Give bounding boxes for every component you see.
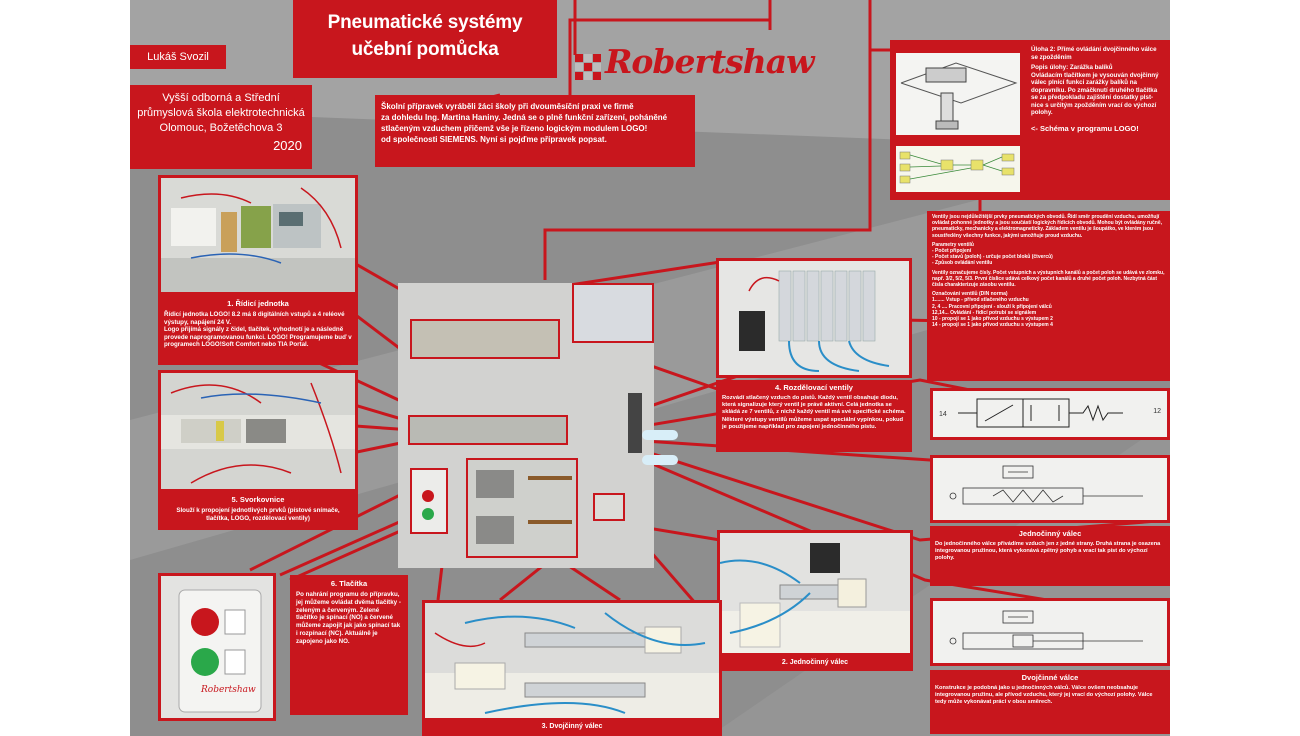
red-button-icon xyxy=(422,490,434,502)
board-buttons xyxy=(410,468,448,534)
valves-caption: 4. Rozdělovací ventily Rozvádí stlačený … xyxy=(716,380,912,452)
cylinder-block-1 xyxy=(476,470,514,498)
terminals-image-icon xyxy=(161,373,355,489)
brand-wordmark: Robertshaw xyxy=(605,42,814,81)
board-cylinders xyxy=(466,458,578,558)
title-line-1: Pneumatické systémy xyxy=(327,12,523,33)
double-cylinder-drawing xyxy=(930,598,1170,666)
valve-port-12: 12 xyxy=(1153,408,1161,415)
valves-body: Rozvádí stlačený vzduch do pístů. Každý … xyxy=(722,395,906,430)
year-label: 2020 xyxy=(273,138,302,153)
control-unit-photo xyxy=(158,175,358,295)
terminals-photo xyxy=(158,370,358,492)
valves-norm-title: Označování ventilů (DIN norma) xyxy=(932,291,1008,298)
single-cylinder-image-icon xyxy=(720,533,910,653)
intro-line-2: za dohledu Ing. Martina Haniny. Jedná se… xyxy=(381,113,668,122)
board-control-unit xyxy=(410,319,560,359)
valve-5-2-symbol-icon xyxy=(958,398,1123,428)
svg-text:Robertshaw: Robertshaw xyxy=(200,685,256,695)
double-info-title: Dvojčinné válce xyxy=(1021,673,1079,682)
buttons-photo: Robertshaw xyxy=(158,573,276,721)
task-title: Úloha 2: Přímé ovládání dvojčinného válc… xyxy=(1031,46,1157,61)
central-board xyxy=(398,283,654,568)
air-tube-1 xyxy=(642,430,678,440)
terminals-body: Slouží k propojení jednotlivých prvků (p… xyxy=(176,507,340,522)
valve-symbol-panel: 14 12 xyxy=(930,388,1170,440)
buttons-caption: 6. Tlačítka Po nahrání programu do přípr… xyxy=(290,575,408,715)
single-cylinder-caption: 2. Jednočinný válec xyxy=(717,655,913,671)
buttons-title: 6. Tlačítka xyxy=(330,579,368,588)
single-info-body: Do jednočinného válce přivádíme vzduch j… xyxy=(935,541,1161,561)
logo-program-schema xyxy=(893,143,1023,195)
task-photo xyxy=(893,50,1023,138)
task-body: Popis úlohy: Zarážka balíků Ovládacím tl… xyxy=(1031,64,1159,116)
school-line-3: Olomouc, Božetěchova 3 xyxy=(159,122,283,134)
poster: Pneumatické systémy učební pomůcka Lukáš… xyxy=(130,0,1170,736)
valves-para1: Ventily jsou nejdůležitější prvky pneuma… xyxy=(932,214,1163,239)
title-line-2: učební pomůcka xyxy=(351,39,499,60)
valve-port-14: 14 xyxy=(939,411,947,418)
logo-mark-icon xyxy=(575,54,601,80)
school-line-1: Vyšší odborná a Střední xyxy=(162,92,280,104)
single-cylinder-info: Jednočinný válec Do jednočinného válce p… xyxy=(930,526,1170,586)
valves-photo xyxy=(716,258,912,378)
cylinder-rod-2 xyxy=(528,520,572,524)
valves-image-icon xyxy=(719,261,909,375)
intro-box: Školní přípravek vyráběli žáci školy při… xyxy=(375,95,695,167)
board-terminals xyxy=(408,415,568,445)
author-label: Lukáš Svozil xyxy=(130,45,226,69)
double-cylinder-photo xyxy=(422,600,722,736)
single-info-title: Jednočinný válec xyxy=(1018,529,1082,538)
valves-title: 4. Rozdělovací ventily xyxy=(775,383,853,392)
valves-info-box: Ventily jsou nejdůležitější prvky pneuma… xyxy=(927,211,1170,381)
board-valves xyxy=(572,283,654,343)
valves-params-title: Parametry ventilů xyxy=(932,241,974,248)
air-tube-2 xyxy=(642,455,678,465)
package-stopper-drawing-icon xyxy=(896,53,1020,135)
robertshaw-logo: Robertshaw xyxy=(575,30,814,94)
double-info-body: Konstrukce je podobná jako u jednočinnýc… xyxy=(935,685,1153,705)
school-line-2: průmyslová škola elektrotechnická xyxy=(137,107,305,119)
buttons-image-icon: Robertshaw xyxy=(161,576,273,718)
logo-schema-icon xyxy=(896,146,1020,192)
control-unit-caption: 1. Řídicí jednotka Řídicí jednotka LOGO!… xyxy=(158,295,358,365)
valves-norm: 1....... Vstup - přívod stlačeného vzduc… xyxy=(932,297,1053,329)
green-button-icon xyxy=(422,508,434,520)
control-unit-image-icon xyxy=(161,178,355,292)
double-cylinder-caption: 3. Dvojčinný válec xyxy=(422,718,722,736)
intro-line-3: stlačeným vzduchem přičemž vše je řízeno… xyxy=(381,124,648,133)
single-cylinder-drawing xyxy=(930,455,1170,523)
intro-line-4: od společnosti SIEMENS. Nyní si pojďme p… xyxy=(381,135,607,144)
task-description: Úloha 2: Přímé ovládání dvojčinného válc… xyxy=(1027,44,1167,194)
intro-line-1: Školní přípravek vyráběli žáci školy při… xyxy=(381,102,634,111)
valves-params: - Počet připojení - Počet stavů (poloh) … xyxy=(932,248,1053,267)
school-box: Vyšší odborná a Střední průmyslová škola… xyxy=(130,85,312,169)
control-unit-title: 1. Řídicí jednotka xyxy=(227,299,289,308)
board-regulator xyxy=(628,393,642,453)
double-cylinder-image-icon xyxy=(425,603,719,736)
single-cylinder-photo xyxy=(717,530,913,656)
task-schema-link[interactable]: <- Schéma v programu LOGO! xyxy=(1031,123,1139,133)
double-acting-cylinder-icon xyxy=(949,610,1143,650)
single-acting-cylinder-icon xyxy=(949,465,1143,505)
cylinder-block-2 xyxy=(476,516,514,544)
control-unit-body: Řídicí jednotka LOGO! 8.2 má 8 digitální… xyxy=(164,311,352,349)
terminals-title: 5. Svorkovnice xyxy=(231,495,285,504)
terminals-caption: 5. Svorkovnice Slouží k propojení jednot… xyxy=(158,492,358,530)
poster-title: Pneumatické systémy učební pomůcka xyxy=(293,0,557,78)
buttons-body: Po nahrání programu do přípravku, jej mů… xyxy=(296,591,401,645)
valves-para2: Ventily označujeme čísly. Počet vstupníc… xyxy=(932,269,1165,289)
board-sensor xyxy=(593,493,625,521)
double-cylinder-info: Dvojčinné válce Konstrukce je podobná ja… xyxy=(930,670,1170,734)
cylinder-rod-1 xyxy=(528,476,572,480)
